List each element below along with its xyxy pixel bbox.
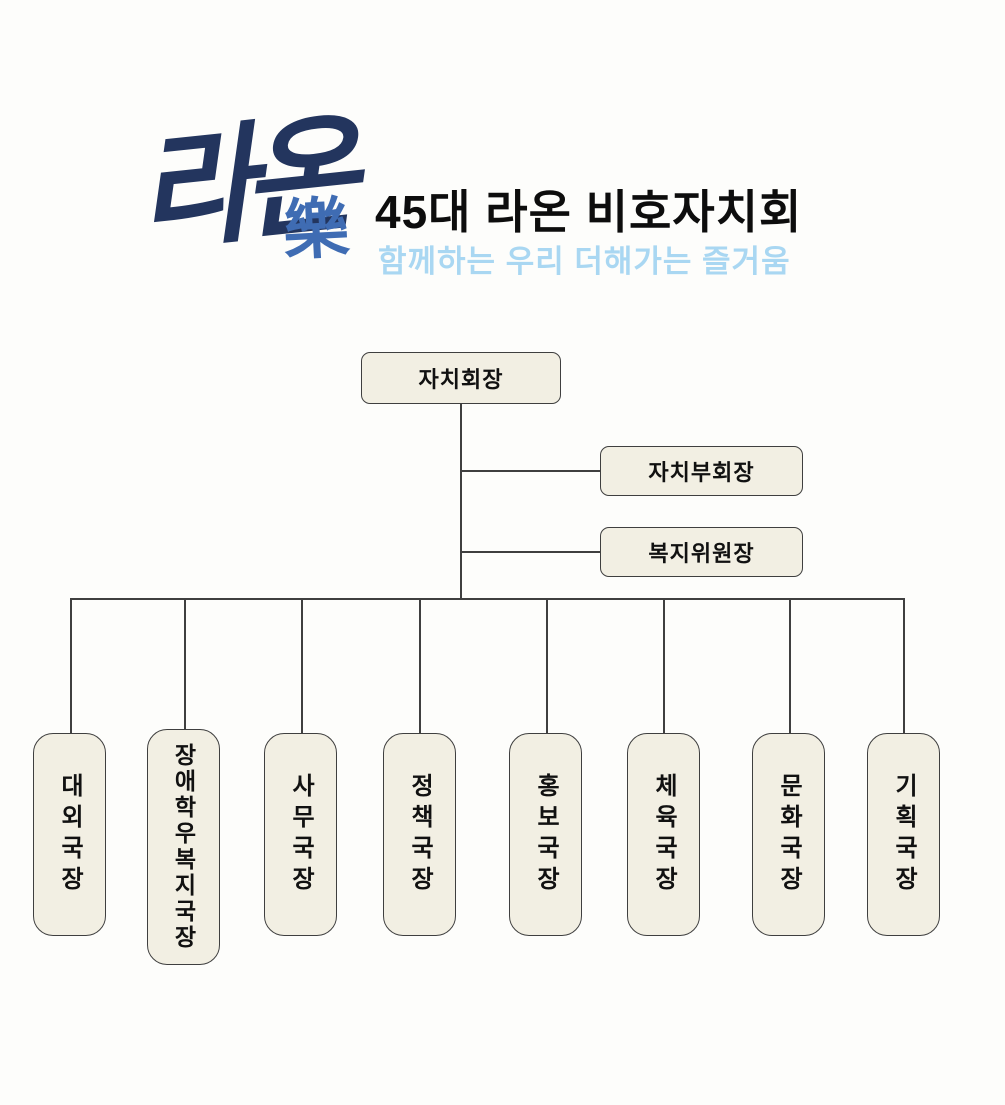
node-dept-public-relations: 홍보국장 <box>509 733 582 936</box>
connector-branch-welfare-chair <box>460 551 600 553</box>
connector-drop-dept-3 <box>419 598 421 733</box>
node-dept-label: 홍보국장 <box>532 772 559 897</box>
connector-drop-dept-0 <box>70 598 72 733</box>
node-welfare-chair-label: 복지위원장 <box>648 541 755 566</box>
connector-drop-dept-7 <box>903 598 905 733</box>
connector-drop-dept-5 <box>663 598 665 733</box>
node-dept-culture: 문화국장 <box>752 733 825 936</box>
node-vice-president-label: 자치부회장 <box>648 460 755 485</box>
node-dept-label: 대외국장 <box>56 772 83 897</box>
node-welfare-chair: 복지위원장 <box>600 527 803 577</box>
node-vice-president: 자치부회장 <box>600 446 803 496</box>
page-title: 45대 라온 비호자치회 <box>375 186 803 238</box>
node-dept-policy: 정책국장 <box>383 733 456 936</box>
node-dept-label: 사무국장 <box>287 772 314 897</box>
connector-drop-dept-4 <box>546 598 548 733</box>
connector-drop-dept-1 <box>184 598 186 729</box>
node-dept-administration: 사무국장 <box>264 733 337 936</box>
node-president: 자치회장 <box>361 352 561 404</box>
node-dept-planning: 기획국장 <box>867 733 940 936</box>
connector-spine <box>70 598 904 600</box>
node-dept-label: 체육국장 <box>650 772 677 897</box>
node-dept-athletics: 체육국장 <box>627 733 700 936</box>
node-dept-label: 장애학우복지국장 <box>170 743 197 951</box>
page-subtitle: 함께하는 우리 더해가는 즐거움 <box>378 244 791 279</box>
node-dept-external-affairs: 대외국장 <box>33 733 106 936</box>
connector-drop-dept-2 <box>301 598 303 733</box>
connector-drop-dept-6 <box>789 598 791 733</box>
node-dept-label: 정책국장 <box>406 772 433 897</box>
node-dept-label: 기획국장 <box>890 772 917 897</box>
node-president-label: 자치회장 <box>418 367 504 392</box>
connector-branch-vice-president <box>460 470 600 472</box>
connector-trunk <box>460 404 462 598</box>
node-dept-disabled-student-welfare: 장애학우복지국장 <box>147 729 220 965</box>
node-dept-label: 문화국장 <box>775 772 802 897</box>
logo-hanja-character: 樂 <box>281 190 351 268</box>
